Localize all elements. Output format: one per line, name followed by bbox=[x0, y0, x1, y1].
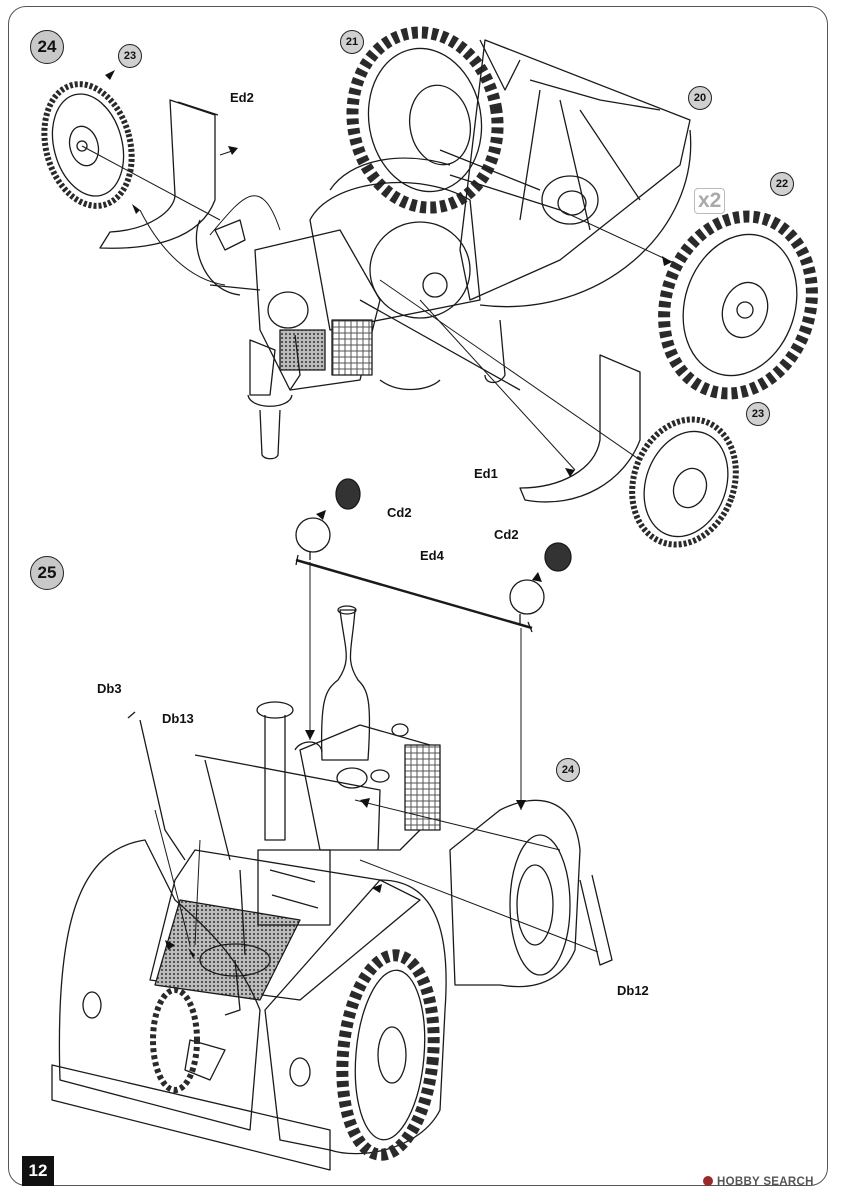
rear-wheel-right bbox=[658, 210, 818, 400]
ref-badge-23-right: 23 bbox=[746, 402, 770, 426]
page-number: 12 bbox=[22, 1156, 54, 1186]
step-24-label: 24 bbox=[37, 37, 57, 56]
step-number-24: 24 bbox=[30, 30, 64, 64]
ref-badge-24: 24 bbox=[556, 758, 580, 782]
ref-label: 24 bbox=[561, 764, 575, 776]
rear-wheel-top bbox=[346, 26, 504, 214]
part-label-db3: Db3 bbox=[97, 681, 122, 696]
ref-label: 23 bbox=[751, 408, 765, 420]
page-number-label: 12 bbox=[28, 1161, 48, 1180]
part-label-db13: Db13 bbox=[162, 711, 194, 726]
front-wheel-right bbox=[629, 416, 739, 548]
rear-wheel-25 bbox=[150, 949, 440, 1161]
guide-lines-parts-25 bbox=[154, 799, 599, 953]
hobby-search-logo-icon bbox=[703, 1176, 713, 1186]
guide-lines-24 bbox=[81, 145, 673, 471]
ref-label: 22 bbox=[775, 178, 789, 190]
watermark: HOBBY SEARCH bbox=[703, 1176, 814, 1188]
part-label-cd2-right: Cd2 bbox=[494, 527, 519, 542]
direction-arrows bbox=[105, 70, 672, 958]
instruction-sheet-border bbox=[8, 6, 828, 1186]
part-label-db12: Db12 bbox=[617, 983, 649, 998]
step-number-25: 25 bbox=[30, 556, 64, 590]
ref-badge-22: 22 bbox=[770, 172, 794, 196]
tractor-chassis bbox=[195, 39, 692, 460]
part-label-ed4: Ed4 bbox=[420, 548, 444, 563]
ref-badge-23-left: 23 bbox=[118, 44, 142, 68]
step-25-label: 25 bbox=[37, 563, 57, 582]
quantity-multiplier: x2 bbox=[694, 188, 726, 214]
part-label-ed2: Ed2 bbox=[230, 90, 254, 105]
tractor-cab-floor bbox=[51, 839, 447, 1171]
fender-ed2 bbox=[99, 99, 219, 249]
headlamps bbox=[295, 478, 572, 633]
tractor-body-25 bbox=[127, 605, 613, 988]
ref-label: 20 bbox=[693, 92, 707, 104]
ref-badge-20: 20 bbox=[688, 86, 712, 110]
ref-label: 21 bbox=[345, 36, 359, 48]
front-wheel-left bbox=[41, 81, 135, 209]
fender-ed1 bbox=[519, 354, 641, 503]
guide-lines-25 bbox=[309, 562, 522, 810]
ref-label: 23 bbox=[123, 50, 137, 62]
watermark-label: HOBBY SEARCH bbox=[717, 1176, 814, 1188]
part-label-cd2-left: Cd2 bbox=[387, 505, 412, 520]
part-label-ed1: Ed1 bbox=[474, 466, 498, 481]
ref-badge-21: 21 bbox=[340, 30, 364, 54]
